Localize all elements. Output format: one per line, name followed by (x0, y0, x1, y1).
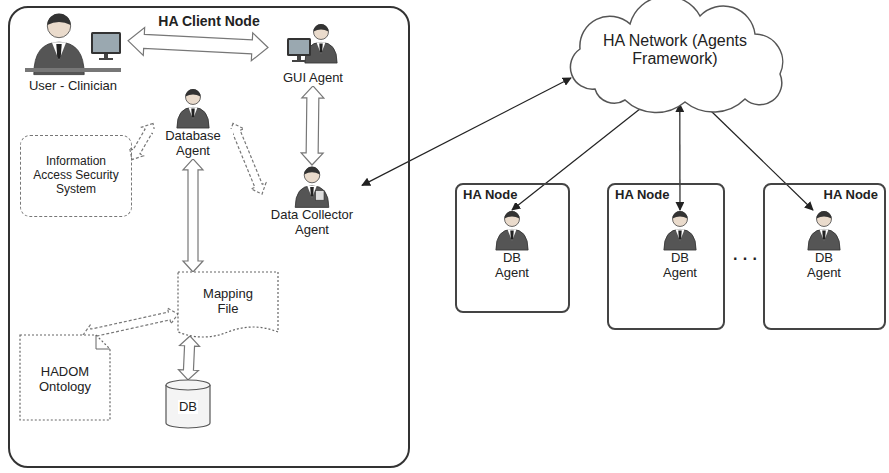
node-label: DB Agent (487, 251, 537, 281)
agent-icon: DB Agent (487, 210, 537, 281)
ha-node-box: HA Node DB Agent (455, 183, 570, 313)
node-label: HA Network (Agents Framework) (585, 32, 765, 69)
node-label: HA Client Node (157, 13, 260, 29)
block-arrow (130, 123, 156, 159)
block-arrow (183, 159, 203, 272)
agent-icon (18, 12, 128, 78)
ha-node-box: HA Node DB Agent (607, 183, 725, 330)
security-box: Information Access Security System (20, 135, 132, 217)
person-icon (177, 89, 209, 128)
document-shape: Mapping File (178, 272, 278, 342)
node-label: DB Agent (655, 251, 705, 281)
person-icon (287, 24, 337, 63)
agent-icon: DB Agent (799, 210, 849, 281)
node-label: User - Clinician (28, 79, 118, 94)
node-label: HA Node (614, 188, 670, 203)
agent-icon (487, 210, 537, 250)
agent-icon: DB Agent (655, 210, 705, 281)
network-link (704, 104, 813, 210)
node-label: HA Node (462, 188, 518, 203)
agent-icon (153, 88, 233, 128)
node-label: HADOM Ontology (28, 365, 102, 395)
block-arrow (229, 123, 266, 194)
ellipsis-dots: · · · (733, 250, 758, 268)
user-icon: User - Clinician (18, 12, 128, 94)
person-icon (496, 211, 528, 250)
node-label: GUI Agent (282, 71, 344, 86)
agent-icon (799, 210, 849, 250)
database-cylinder: DB (166, 380, 210, 428)
node-label: Data Collector Agent (262, 208, 362, 238)
client-node-frame: HA Client NodeUser - Clinician GUI AgentD… (8, 6, 410, 468)
block-arrow (128, 27, 268, 60)
person-icon (25, 13, 121, 74)
block-arrow (178, 336, 199, 380)
node-label: HA Node (823, 188, 879, 203)
node-label: Mapping File (197, 287, 259, 317)
node-label: Database Agent (153, 129, 233, 159)
person-icon (664, 211, 696, 250)
node-label: DB (178, 400, 198, 415)
block-arrow (301, 86, 324, 165)
agent-icon (268, 22, 358, 70)
agent-icon (262, 165, 362, 207)
person-icon (295, 167, 329, 208)
person-icon (808, 211, 840, 250)
ha-node-box: HA Node DB Agent (763, 183, 886, 330)
agent-icon (655, 210, 705, 250)
agent-icon: Data Collector Agent (262, 165, 362, 238)
document-shape: HADOM Ontology (20, 335, 110, 420)
node-label: Information Access Security System (25, 155, 127, 196)
network-link (362, 78, 571, 185)
agent-icon: Database Agent (153, 88, 233, 159)
network-cloud: HA Network (Agents Framework) (555, 4, 795, 104)
network-link (679, 104, 680, 210)
agent-icon: GUI Agent (268, 22, 358, 86)
node-label: DB Agent (799, 251, 849, 281)
